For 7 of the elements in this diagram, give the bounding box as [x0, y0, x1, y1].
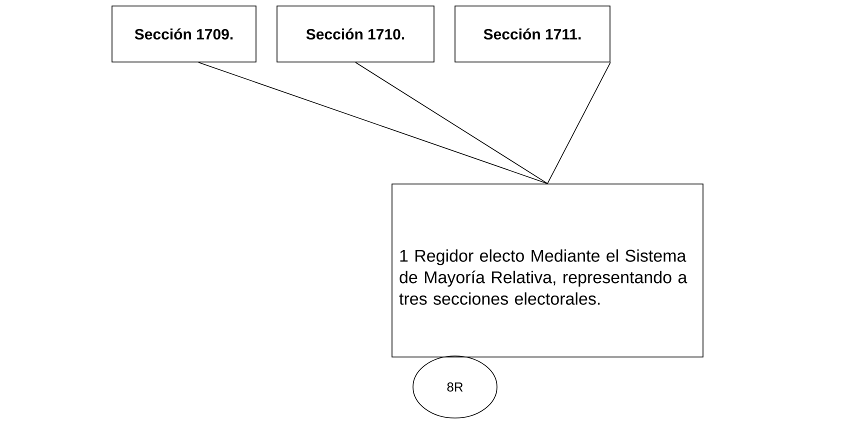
section-box: Sección 1711. [454, 6, 610, 62]
connector-line [198, 62, 548, 184]
section-box: Sección 1709. [112, 6, 256, 62]
text-box: 1 Regidor electo Mediante el Sistema de Mayoría Relativa, representando a tres secciones electorales. [392, 184, 704, 358]
section-box: Sección 1710. [276, 6, 434, 62]
connector-line [547, 62, 611, 184]
connector-line [355, 62, 548, 184]
